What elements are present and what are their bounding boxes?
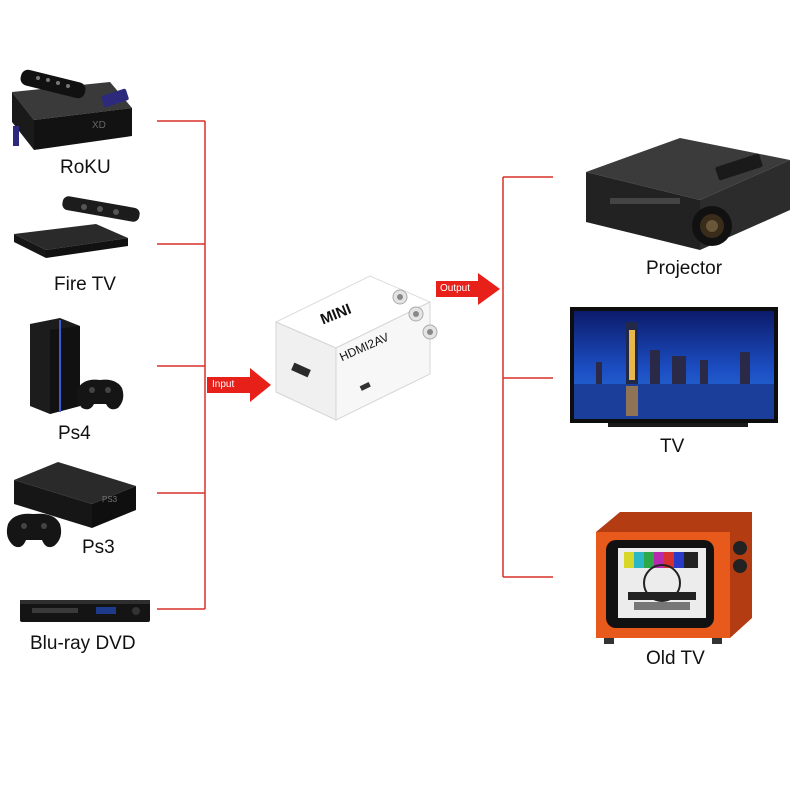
roku-icon: XD [12,69,132,150]
input-connector-lines [157,120,206,610]
projector-label: Projector [646,258,723,279]
output-arrow-label: Output [440,283,471,294]
roku-label: RoKU [60,157,111,178]
input-arrow [207,368,271,402]
projector-icon [586,138,790,250]
hdmi2av-adapter [274,275,438,421]
old-tv-icon [596,512,752,644]
output-arrow [436,273,500,305]
bluray-dvd-label: Blu-ray DVD [30,633,136,654]
bluray-dvd-icon [20,600,150,622]
ps3-label: Ps3 [82,537,115,558]
fire-tv-label: Fire TV [54,274,116,295]
fire-tv-icon [14,196,140,258]
ps4-label: Ps4 [58,423,91,444]
flat-tv-icon [570,307,778,427]
tv-label: TV [660,436,685,457]
old-tv-label: Old TV [646,648,705,669]
ps4-icon [30,318,124,414]
output-connector-lines [502,176,553,578]
svg-text:PS3: PS3 [102,495,118,504]
svg-text:XD: XD [92,120,106,131]
ps3-icon: PS3 [6,462,136,548]
input-arrow-label: Input [212,379,235,390]
